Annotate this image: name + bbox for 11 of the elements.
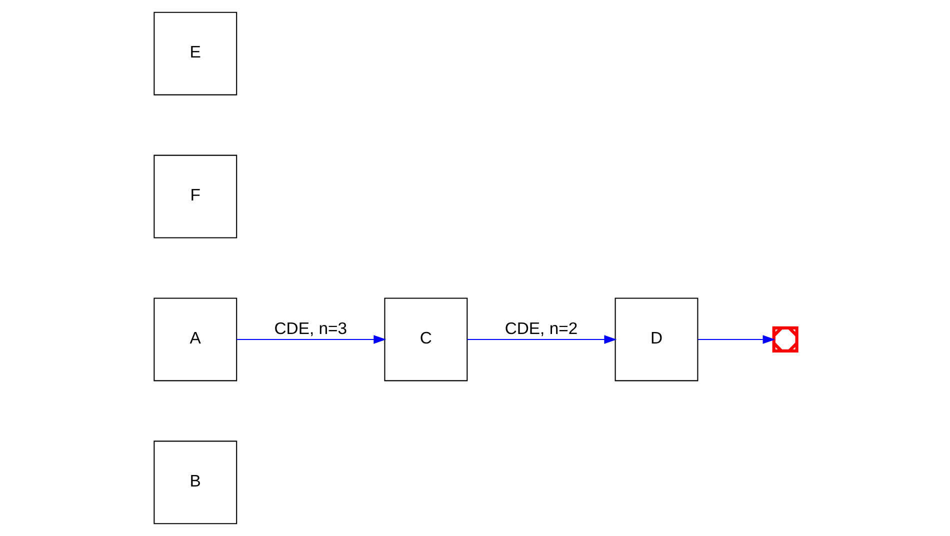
edge-label: CDE, n=2 (504, 319, 578, 338)
arrow (698, 335, 775, 344)
edge-label: CDE, n=3 (274, 319, 347, 338)
node-box: D (614, 298, 698, 382)
node-box: E (153, 12, 237, 96)
node-box: A (153, 298, 237, 382)
arrow (466, 335, 616, 344)
node-box: F (153, 154, 237, 238)
arrow (236, 335, 386, 344)
node-box: B (153, 440, 237, 524)
node-box: C (384, 298, 468, 382)
